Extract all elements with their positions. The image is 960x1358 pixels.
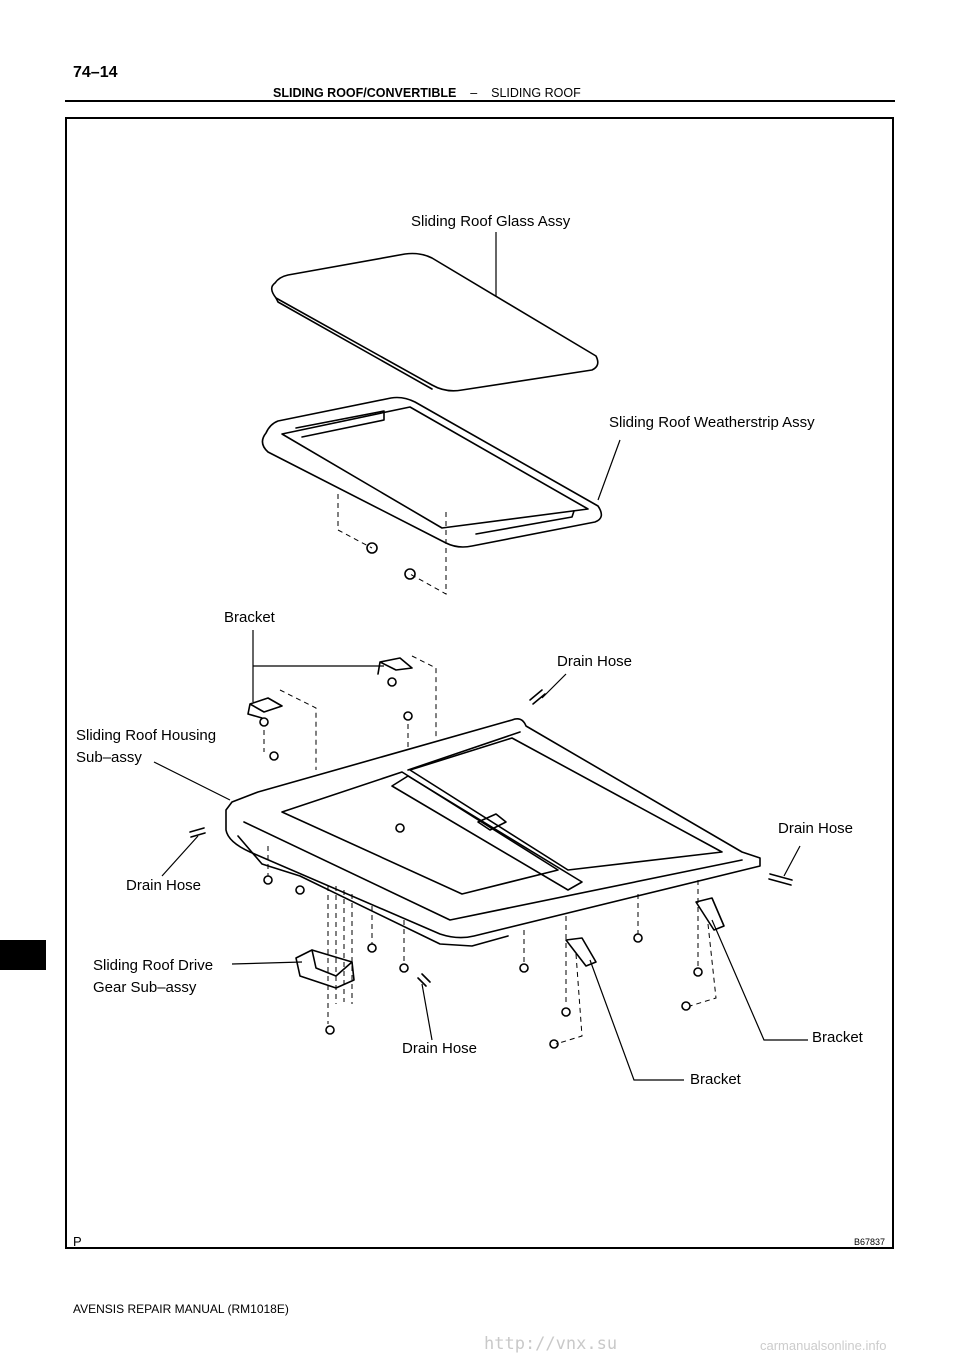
leader-drain-bottom	[421, 983, 433, 1041]
drain-hose-top-shape	[529, 689, 546, 705]
footer-manual-title: AVENSIS REPAIR MANUAL (RM1018E)	[73, 1302, 289, 1316]
section-tab-marker	[0, 940, 46, 970]
label-housing-line1: Sliding Roof Housing	[76, 727, 217, 744]
leader-housing	[153, 761, 231, 801]
housing-shape	[225, 718, 761, 947]
drain-hose-left-shape	[189, 827, 206, 838]
label-drain-hose-left: Drain Hose	[126, 877, 202, 894]
leader-drain-right	[783, 845, 801, 877]
section-title: SLIDING ROOF/CONVERTIBLE	[273, 86, 457, 100]
figure-code-right: B67837	[854, 1237, 886, 1247]
watermark-site: carmanualsonline.info	[760, 1338, 887, 1353]
label-bracket-bottom: Bracket	[690, 1071, 741, 1088]
leader-bracket-bottom	[589, 959, 684, 1081]
label-glass: Sliding Roof Glass Assy	[411, 213, 571, 230]
diagram-frame	[65, 117, 894, 1249]
drain-hose-right-shape	[768, 873, 793, 886]
section-header: SLIDING ROOF/CONVERTIBLE – SLIDING ROOF	[273, 86, 581, 100]
leader-drain-left	[161, 835, 199, 877]
label-drain-hose-right: Drain Hose	[778, 820, 854, 837]
page-number: 74–14	[73, 64, 118, 81]
bracket-right-shape	[695, 897, 725, 931]
figure-code-left: P	[73, 1234, 82, 1249]
bracket-top-shape	[377, 657, 413, 675]
header-separator: –	[470, 86, 478, 100]
bracket-bottom-shape	[565, 937, 597, 967]
leader-bracket-right	[711, 919, 808, 1041]
label-drive-line2: Gear Sub–assy	[93, 979, 197, 996]
subsection-title: SLIDING ROOF	[491, 86, 581, 100]
label-drain-hose-top: Drain Hose	[557, 653, 633, 670]
leader-drive	[231, 961, 303, 965]
label-bracket-right: Bracket	[812, 1029, 863, 1046]
label-bracket-top: Bracket	[224, 609, 275, 626]
label-drive-line1: Sliding Roof Drive	[93, 957, 214, 974]
leader-bracket-top	[252, 630, 384, 702]
drain-hose-bottom-shape	[417, 973, 431, 987]
label-weatherstrip: Sliding Roof Weatherstrip Assy	[609, 414, 815, 431]
leader-weatherstrip	[597, 439, 621, 501]
label-housing-line2: Sub–assy	[76, 749, 142, 766]
label-drain-hose-bottom: Drain Hose	[402, 1040, 478, 1057]
weatherstrip-shape	[261, 396, 603, 548]
leader-drain-top	[541, 673, 567, 699]
bracket-left-shape	[247, 697, 283, 719]
watermark-link[interactable]: http://vnx.su	[484, 1334, 618, 1354]
drive-gear-shape	[295, 949, 355, 989]
header-rule	[65, 100, 895, 102]
glass-panel-shape	[270, 252, 599, 392]
